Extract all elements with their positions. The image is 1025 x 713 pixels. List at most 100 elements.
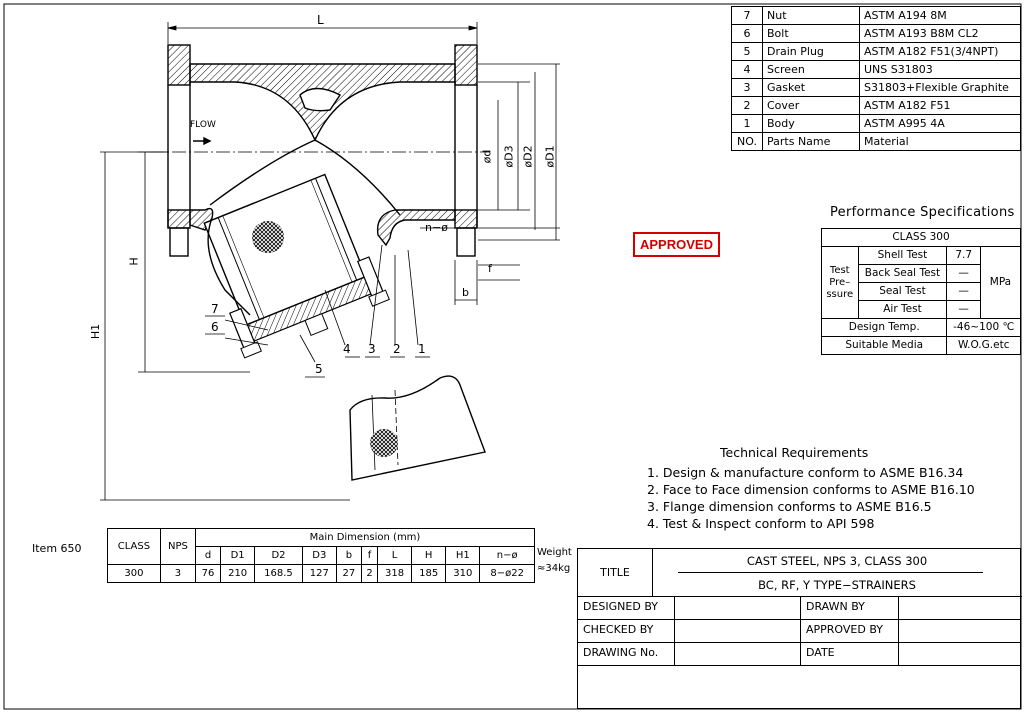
perf-media-value: W.O.G.etc [946,336,1021,355]
part-name: Cover [762,96,860,115]
perf-row-name: Back Seal Test [857,264,948,283]
label-H1: H1 [89,323,103,340]
part-number: 2 [731,96,763,115]
flow-arrow [193,136,212,146]
part-number: 1 [731,114,763,133]
part-name: Gasket [762,78,860,97]
dim-column-header: D2 [254,546,303,565]
tech-req-list: 1. Design & manufacture conform to ASME … [647,464,975,532]
tech-req-item: 3. Flange dimension conforms to ASME B16… [647,499,932,514]
label-D1: øD1 [543,145,557,168]
dim-value: 210 [220,564,256,583]
dim-L [167,22,478,44]
label-f: f [488,262,492,275]
part-number: 4 [731,60,763,79]
dim-value: 310 [445,564,481,583]
dim-main-header: Main Dimension (mm) [194,528,536,547]
dim-column-header: L [377,546,413,565]
label-D3: øD3 [502,145,516,168]
performance-title: Performance Specifications [830,205,1015,220]
part-material: ASTM A193 B8M CL2 [859,24,1021,43]
dim-value: 127 [301,564,337,583]
weight-value: ≈34kg [537,563,571,574]
balloon-3: 3 [368,342,376,356]
dim-column-header: d [194,546,222,565]
dim-class-header: CLASS [107,528,161,565]
part-number: 3 [731,78,763,97]
checked-by-label: CHECKED BY [583,623,654,636]
dim-H [100,151,350,501]
title-line2: BC, RF, Y TYPE−STRAINERS [758,578,916,592]
dim-value: 76 [194,564,222,583]
screen-assembly [203,173,390,359]
approved-by-label: APPROVED BY [806,623,884,636]
parts-header-name: Parts Name [762,132,860,151]
parts-header-no: NO. [731,132,763,151]
dim-value: 27 [335,564,362,583]
dim-column-header: f [360,546,379,565]
approved-stamp: APPROVED [633,232,720,257]
dim-column-header: b [335,546,362,565]
leader-lines [205,244,430,378]
sheet-border [3,3,1022,710]
dim-value: 318 [377,564,413,583]
dim-value: 2 [360,564,379,583]
signature-grid: DESIGNED BY DRAWN BY CHECKED BY APPROVED… [578,596,1022,666]
perf-unit: MPa [979,246,1022,319]
dim-class-value: 300 [107,564,161,583]
part-material: ASTM A182 F51 [859,96,1021,115]
dim-value: 168.5 [254,564,303,583]
date-label: DATE [806,646,835,659]
perf-row-value: — [946,300,981,319]
tech-req-title: Technical Requirements [720,445,869,460]
perf-design-temp-label: Design Temp. [820,318,948,337]
part-material: ASTM A995 4A [859,114,1021,133]
weight-header: Weight [537,547,572,558]
perf-row-value: 7.7 [946,246,981,265]
parts-header-material: Material [859,132,1021,151]
label-b: b [462,286,469,299]
drawn-by-label: DRAWN BY [806,600,865,613]
part-number: 7 [731,6,763,25]
balloon-2: 2 [393,342,401,356]
perf-row-value: — [946,282,981,301]
designed-by-label: DESIGNED BY [583,600,658,613]
balloon-6: 6 [211,320,219,334]
balloon-7: 7 [211,302,219,316]
dim-diameters [420,63,560,305]
dim-column-header: n−ø [479,546,535,565]
title-line1: CAST STEEL, NPS 3, CLASS 300 [746,554,928,568]
label-flow: FLOW [190,120,216,130]
perf-row-name: Seal Test [857,282,948,301]
body-outline [167,44,478,257]
part-number: 5 [731,42,763,61]
perf-row-name: Shell Test [857,246,948,265]
item-label: Item 650 [32,542,82,555]
performance-table: CLASS 300 Test Pre– ssure Shell Test 7.7… [820,228,1022,355]
part-name: Bolt [762,24,860,43]
perf-design-temp-value: -46~100 ℃ [946,318,1021,337]
part-name: Body [762,114,860,133]
dim-nps-header: NPS [159,528,196,565]
part-name: Drain Plug [762,42,860,61]
tech-req-item: 2. Face to Face dimension conforms to AS… [647,482,975,497]
dim-column-header: D3 [301,546,337,565]
tech-req-item: 1. Design & manufacture conform to ASME … [647,465,964,480]
part-number: 6 [731,24,763,43]
perf-row-name: Air Test [857,300,948,319]
dim-value: 185 [411,564,447,583]
dim-column-header: D1 [220,546,256,565]
label-L: L [317,13,324,27]
perf-row-value: — [946,264,981,283]
drawing-no-label: DRAWING No. [583,646,659,659]
perf-test-label: Test Pre– ssure [821,246,859,319]
dim-nps-value: 3 [159,564,196,583]
